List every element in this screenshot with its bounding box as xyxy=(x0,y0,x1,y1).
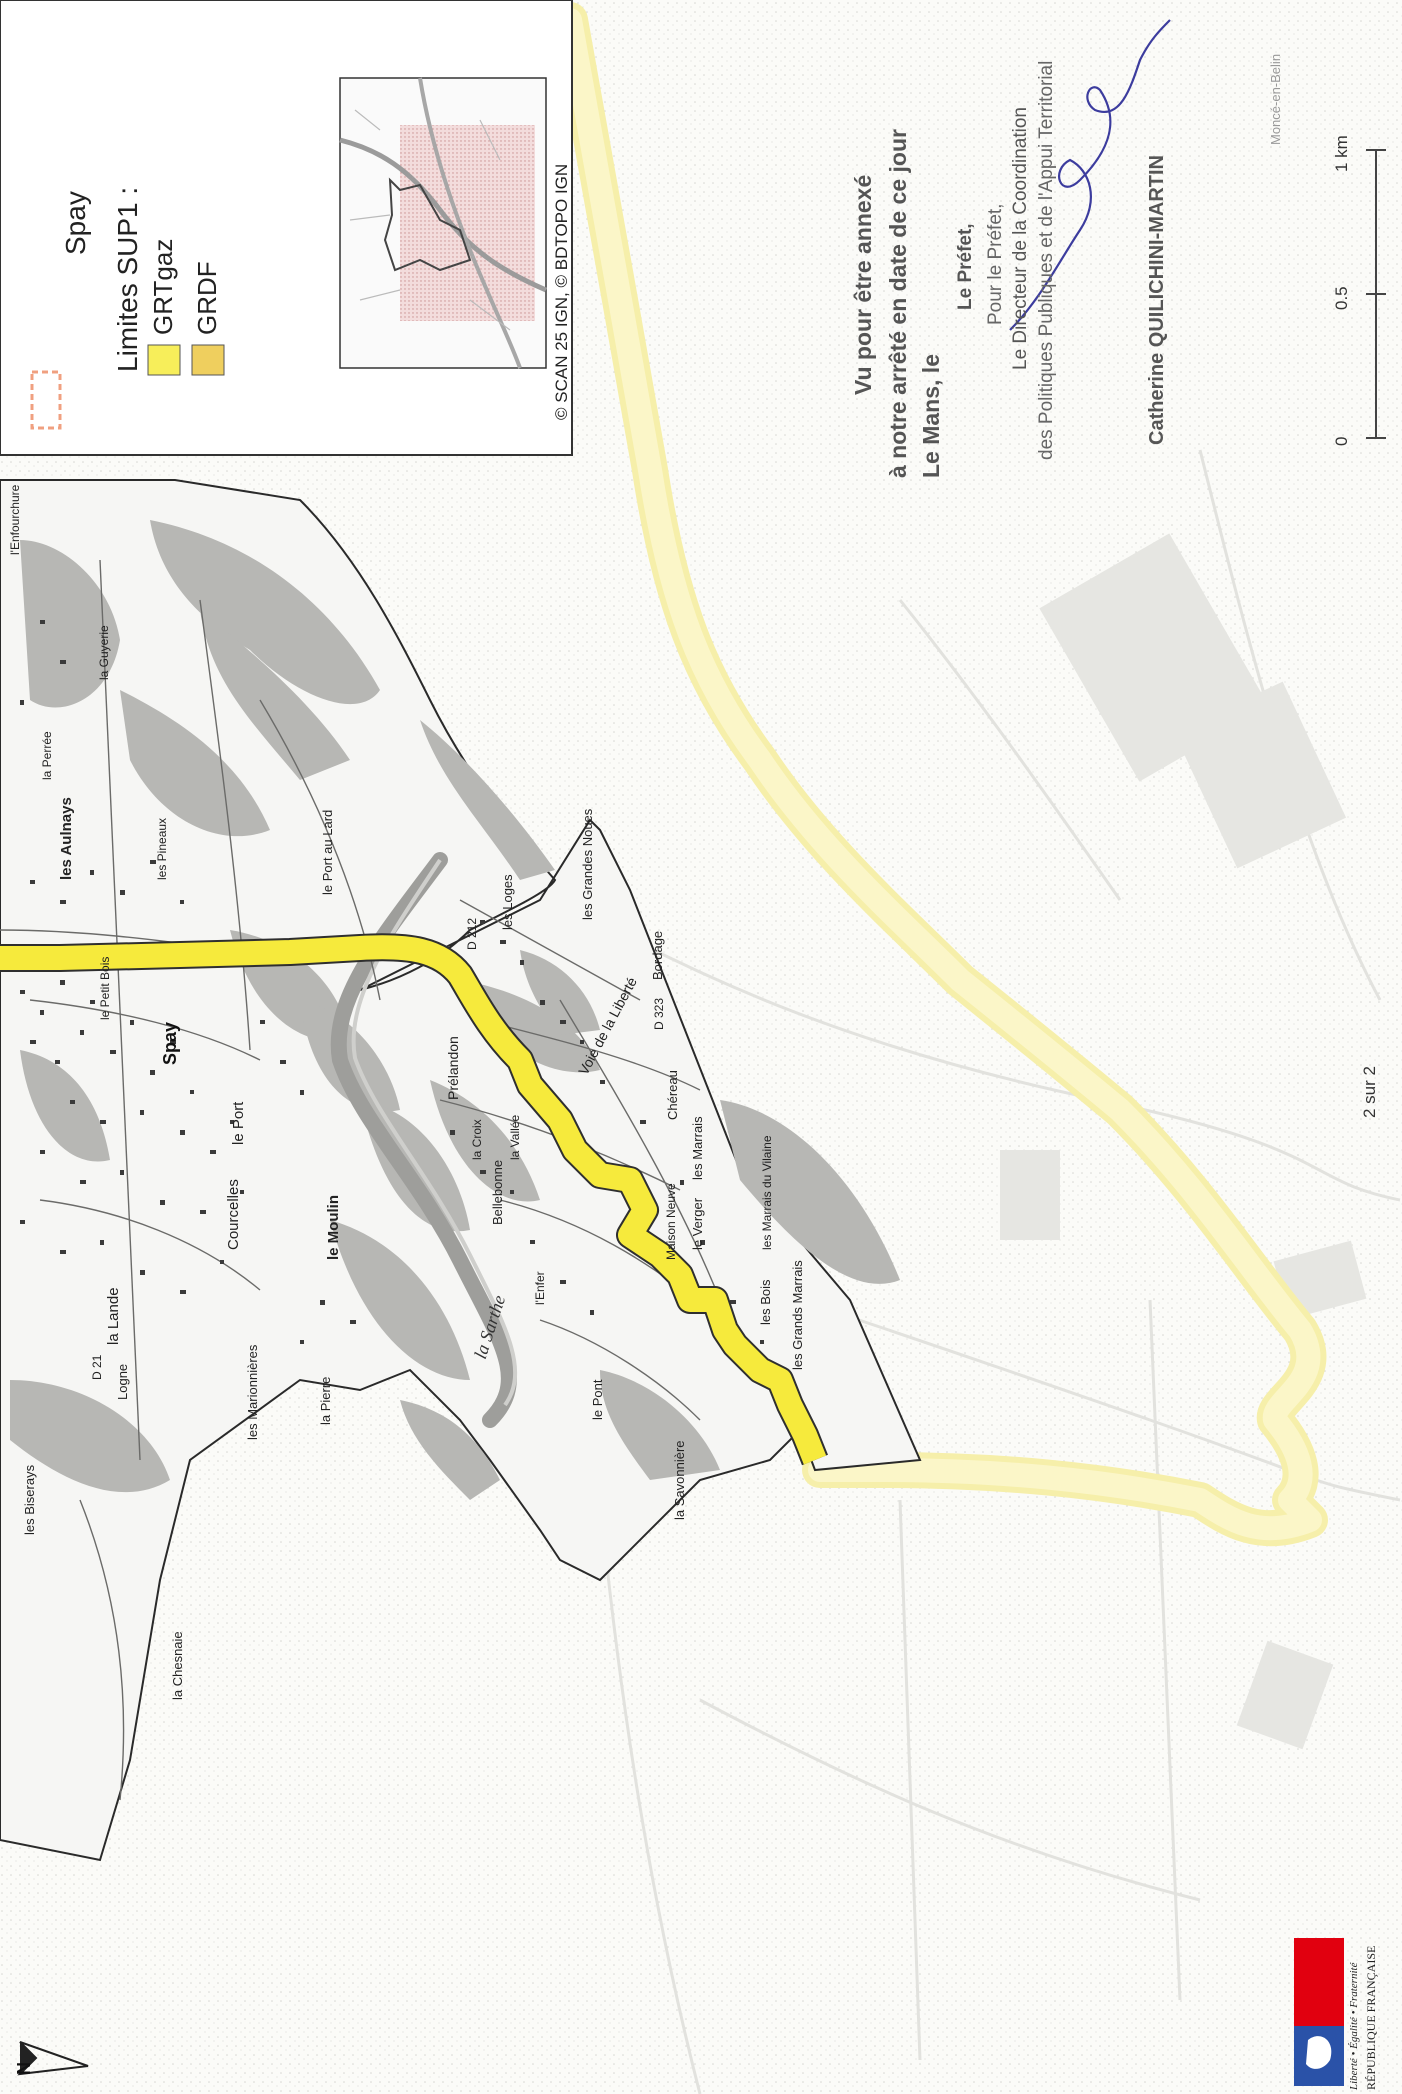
legend-credits: © SCAN 25 IGN, © BDTOPO IGN xyxy=(552,163,571,420)
label-d21: D 21 xyxy=(90,1354,104,1380)
river-sarthe xyxy=(330,852,517,1428)
label-les-biserays: les Biserays xyxy=(22,1464,37,1535)
north-label: N xyxy=(14,2062,34,2075)
stamp-signatory: Catherine QUILICHINI-MARTIN xyxy=(1146,155,1168,445)
grtgaz-pipeline xyxy=(0,935,827,1465)
stamp-prefet: Le Préfet, xyxy=(955,223,976,310)
label-la-chesnaie: la Chesnaie xyxy=(170,1631,185,1700)
legend-item-grtgaz: GRTgaz xyxy=(148,238,178,335)
stamp-pour: Pour le Préfet, xyxy=(985,203,1006,325)
label-d212: D 212 xyxy=(465,917,479,950)
label-courcelles: Courcelles xyxy=(225,1179,242,1250)
legend-commune-name: Spay xyxy=(60,191,91,255)
label-les-marionnieres: les Marionnières xyxy=(245,1344,260,1440)
grdf-swatch xyxy=(191,344,225,376)
label-les-loges: les Loges xyxy=(500,874,515,930)
label-lenfourchure: l'Enfourchure xyxy=(8,484,22,555)
scale-tick-0: 0 xyxy=(1332,436,1351,446)
inset-map xyxy=(339,77,547,369)
stamp-line2: à notre arrêté en date de ce jour xyxy=(885,129,911,478)
label-le-moulin: le Moulin xyxy=(325,1195,342,1260)
label-les-pineaux: les Pineaux xyxy=(155,817,169,880)
label-les-grandes-noues: les Grandes Noues xyxy=(580,808,595,920)
label-prelandon: Prélandon xyxy=(445,1036,461,1100)
scale-tick-1km: 1 km xyxy=(1332,135,1351,172)
north-arrow-icon xyxy=(17,2041,89,2076)
label-le-verger: le Verger xyxy=(690,1197,705,1250)
legend-title: Limites SUP1 : xyxy=(112,186,143,372)
label-la-lande: la Lande xyxy=(105,1287,122,1345)
label-d323: D 323 xyxy=(652,997,666,1030)
label-maison-neuve: Maison Neuve xyxy=(664,1183,678,1260)
label-les-grands-marrais: les Grands Marrais xyxy=(790,1260,805,1370)
stamp-politiques: des Politiques Publiques et de l'Appui T… xyxy=(1036,60,1057,460)
label-la-pierre: la Pierre xyxy=(318,1376,333,1425)
republic-motto: Liberté • Égalité • Fraternité xyxy=(1348,1962,1360,2090)
label-lenfer: l'Enfer xyxy=(533,1271,547,1305)
stamp-line3: Le Mans, le xyxy=(918,354,944,478)
scale-tick-half: 0.5 xyxy=(1332,286,1351,310)
label-la-croix: la Croix xyxy=(470,1119,484,1160)
marianne-logo xyxy=(1294,1938,1344,2086)
town-buildings xyxy=(20,620,764,1344)
label-le-petit-bois: le Petit Bois xyxy=(98,956,112,1020)
label-le-port-au-lard: le Port au Lard xyxy=(320,809,335,895)
forest-patches xyxy=(10,520,900,1500)
stamp-line1: Vu pour être annexé xyxy=(850,174,876,395)
background-blocks xyxy=(1000,533,1367,1750)
label-spay: Spay xyxy=(160,1021,180,1065)
label-les-marrais-du-vilaine: les Marrais du Vilaine xyxy=(760,1135,774,1251)
label-la-vallee: la Vallée xyxy=(508,1114,522,1160)
label-les-bois: les Bois xyxy=(758,1279,773,1325)
grdf-zone-inner xyxy=(558,8,1322,1541)
label-monce-en-belin: Moncé-en-Belin xyxy=(1268,53,1283,145)
label-chereau: Chéreau xyxy=(665,1070,680,1120)
label-le-pont: le Pont xyxy=(590,1379,605,1420)
stamp-directeur: Le Directeur de la Coordination xyxy=(1010,107,1031,370)
label-bordage: Bordage xyxy=(650,930,665,980)
label-les-aulnays: les Aulnays xyxy=(58,797,75,880)
label-le-port: le Port xyxy=(230,1101,247,1145)
label-bellebonne: Bellebonne xyxy=(490,1159,505,1225)
signature xyxy=(1009,19,1171,331)
commune-symbol xyxy=(30,370,62,430)
label-la-savonniere: la Savonnière xyxy=(672,1440,687,1521)
label-la-guyerie: la Guyerie xyxy=(97,625,111,680)
label-la-perree: la Perrée xyxy=(40,731,54,780)
grtgaz-swatch xyxy=(147,344,181,376)
republic-name: RÉPUBLIQUE FRANÇAISE xyxy=(1364,1945,1378,2090)
label-les-marrais: les Marrais xyxy=(690,1116,705,1180)
label-logne: Logne xyxy=(115,1363,130,1400)
legend-item-grdf: GRDF xyxy=(192,261,222,335)
page-number: 2 sur 2 xyxy=(1360,1066,1379,1118)
scale-bar xyxy=(1366,149,1386,439)
